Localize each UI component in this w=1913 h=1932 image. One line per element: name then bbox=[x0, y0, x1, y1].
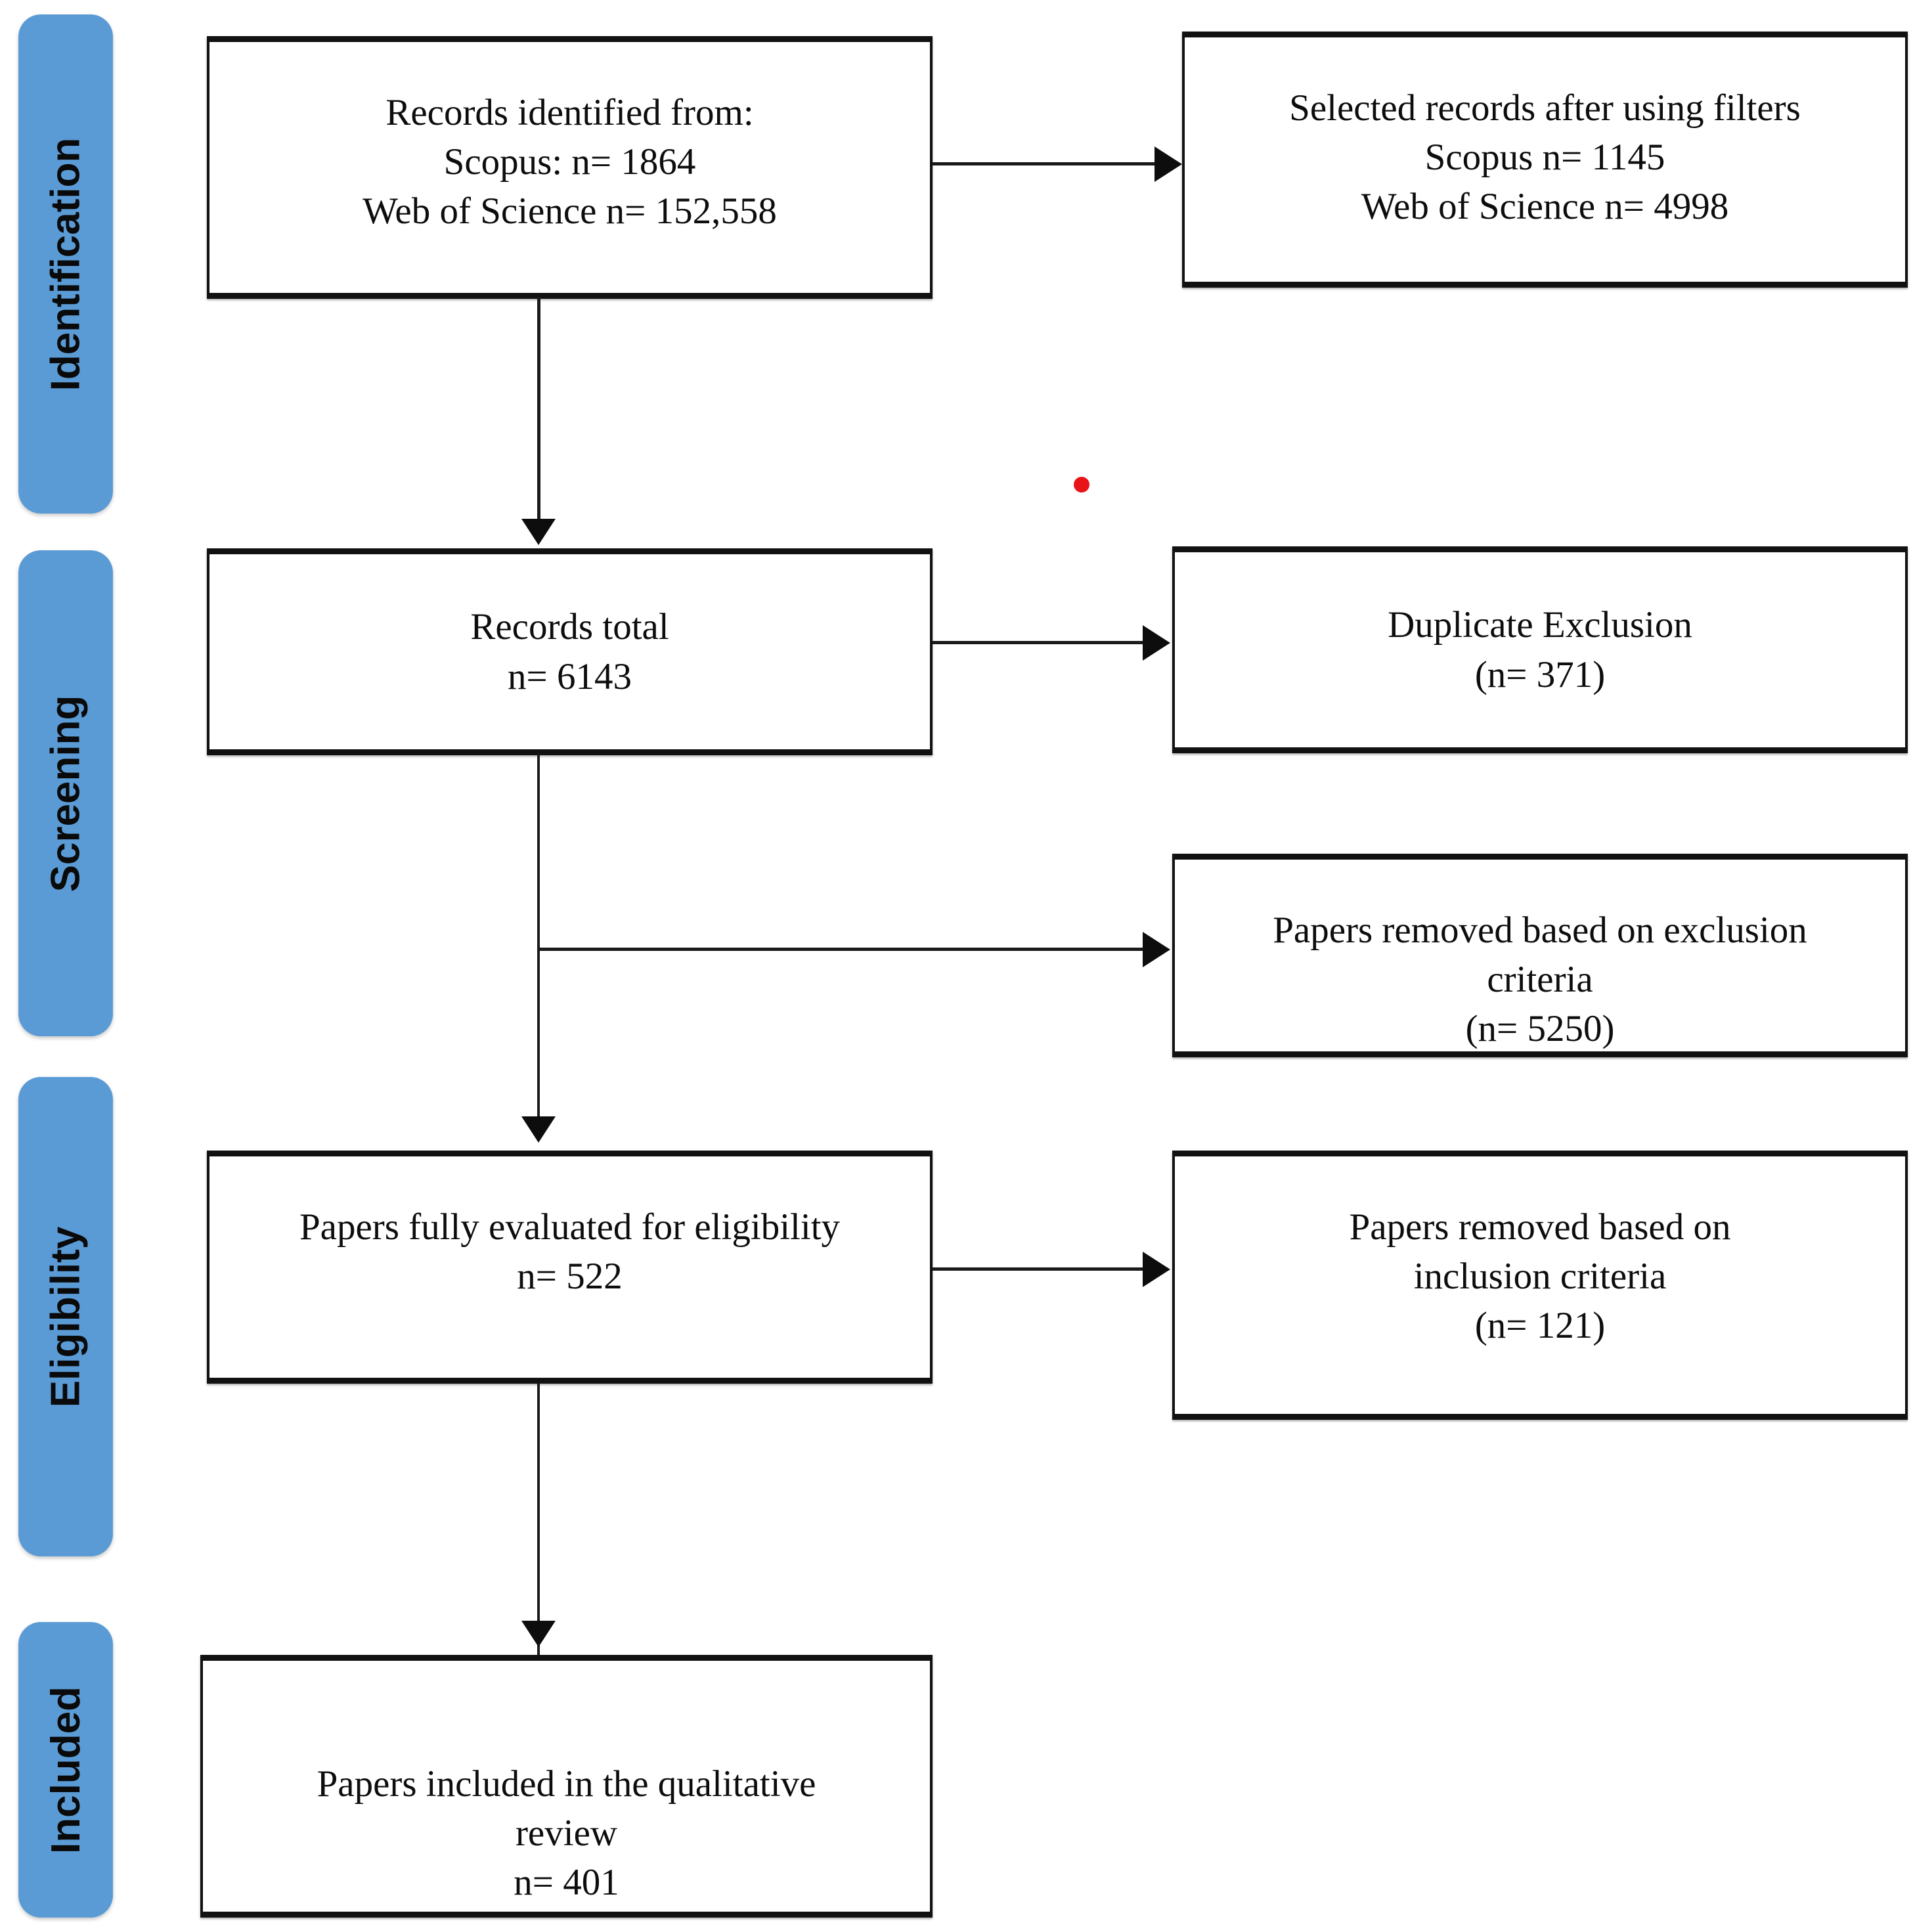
box-records-identified: Records identified from: Scopus: n= 1864… bbox=[207, 36, 933, 299]
box-selected-records-after-filters: Selected records after using filters Sco… bbox=[1182, 32, 1908, 288]
box-duplicate-exclusion: Duplicate Exclusion (n= 371) bbox=[1172, 546, 1908, 753]
stage-tab-identification: Identification bbox=[18, 14, 113, 514]
box-papers-included-qualitative-review-text: Papers included in the qualitative revie… bbox=[317, 1763, 816, 1904]
connector-total-to-evaluated bbox=[537, 754, 540, 1122]
stage-tab-screening: Screening bbox=[18, 550, 113, 1036]
box-papers-fully-evaluated-text: Papers fully evaluated for eligibility n… bbox=[299, 1206, 841, 1298]
box-records-total: Records total n= 6143 bbox=[207, 548, 933, 755]
red-dot-artifact bbox=[1074, 477, 1089, 493]
arrowhead-evaluated-to-included bbox=[521, 1621, 556, 1647]
box-selected-records-after-filters-text: Selected records after using filters Sco… bbox=[1289, 87, 1801, 228]
connector-identified-to-total bbox=[537, 297, 540, 523]
box-records-identified-text: Records identified from: Scopus: n= 1864… bbox=[363, 92, 777, 232]
box-papers-removed-inclusion-criteria-text: Papers removed based on inclusion criter… bbox=[1349, 1206, 1731, 1347]
connector-identified-to-filtered bbox=[933, 162, 1156, 165]
stage-tab-identification-label: Identification bbox=[43, 137, 89, 391]
connector-total-to-exclusion bbox=[539, 948, 1143, 951]
box-papers-fully-evaluated: Papers fully evaluated for eligibility n… bbox=[207, 1151, 933, 1384]
stage-tab-screening-label: Screening bbox=[43, 695, 89, 892]
box-duplicate-exclusion-text: Duplicate Exclusion (n= 371) bbox=[1388, 604, 1692, 695]
box-records-total-text: Records total n= 6143 bbox=[470, 606, 669, 697]
arrowhead-total-to-evaluated bbox=[521, 1116, 556, 1143]
connector-evaluated-to-included bbox=[537, 1383, 540, 1672]
box-papers-removed-inclusion-criteria: Papers removed based on inclusion criter… bbox=[1172, 1151, 1908, 1420]
arrowhead-total-to-exclusion bbox=[1143, 932, 1170, 967]
connector-evaluated-to-inclusion bbox=[933, 1267, 1143, 1271]
arrowhead-evaluated-to-inclusion bbox=[1143, 1252, 1170, 1287]
box-papers-removed-exclusion-criteria: Papers removed based on exclusion criter… bbox=[1172, 854, 1908, 1057]
box-papers-included-qualitative-review: Papers included in the qualitative revie… bbox=[200, 1655, 933, 1918]
arrowhead-identified-to-filtered bbox=[1154, 146, 1182, 182]
box-papers-removed-exclusion-criteria-text: Papers removed based on exclusion criter… bbox=[1273, 910, 1807, 1050]
stage-tab-included: Included bbox=[18, 1622, 113, 1918]
stage-tab-eligibility: Eligibility bbox=[18, 1077, 113, 1556]
connector-total-to-duplicates bbox=[933, 641, 1143, 644]
arrowhead-total-to-duplicates bbox=[1143, 625, 1170, 661]
arrowhead-identified-to-total bbox=[521, 519, 556, 545]
stage-tab-eligibility-label: Eligibility bbox=[43, 1226, 89, 1407]
stage-tab-included-label: Included bbox=[43, 1686, 89, 1854]
